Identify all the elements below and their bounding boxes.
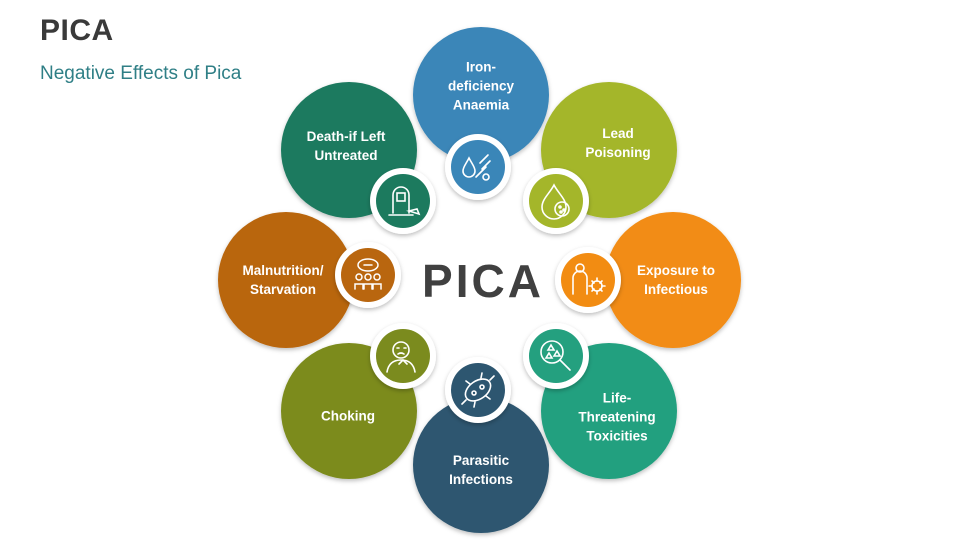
petal-lead-poisoning: [523, 82, 677, 234]
center-label: PICA: [422, 255, 544, 307]
gravestone-icon: [388, 186, 421, 216]
icon-badge: [341, 248, 395, 302]
blood-drop-hand-icon: [462, 154, 491, 181]
petal-iron-deficiency: [413, 27, 549, 200]
petal-circle: [605, 212, 741, 348]
petal-life-threatening: [523, 323, 677, 479]
lead-drop-icon: [541, 183, 570, 220]
starving-people-icon: [354, 258, 382, 290]
magnifier-toxin-icon: [540, 340, 571, 371]
person-virus-icon: [572, 263, 606, 295]
petal-circle: [413, 397, 549, 533]
petal-exposure-infectious: [555, 212, 741, 348]
page-title: PICA: [40, 14, 114, 47]
petal-choking: [281, 323, 436, 479]
icon-badge: [561, 253, 615, 307]
parasite-icon: [461, 372, 495, 408]
petal-malnutrition: [218, 212, 401, 348]
petal-circle: [413, 27, 549, 163]
icon-badge: [451, 363, 505, 417]
icon-badge: [451, 140, 505, 194]
petal-death-untreated: [281, 82, 436, 234]
petal-circle: [218, 212, 354, 348]
page-subtitle: Negative Effects of Pica: [40, 63, 242, 84]
icon-badge: [529, 174, 583, 228]
petal-parasitic-infections: [413, 357, 549, 533]
choking-person-icon: [386, 341, 416, 373]
petal-label-malnutrition: Malnutrition/Starvation: [242, 263, 324, 297]
icon-badge: [376, 329, 430, 383]
petal-label-choking: Choking: [321, 408, 375, 424]
